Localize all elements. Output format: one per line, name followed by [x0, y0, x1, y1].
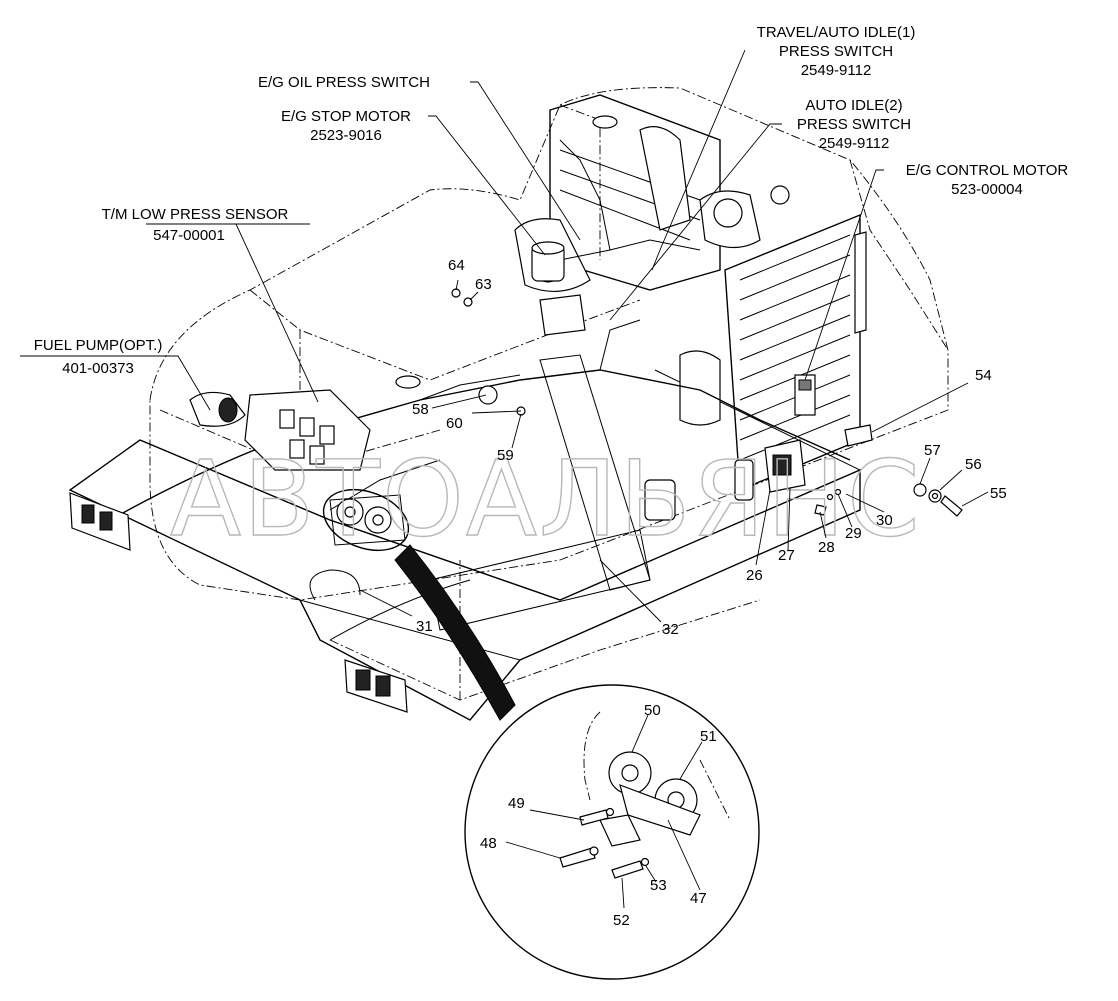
svg-text:2549-9112: 2549-9112 — [819, 135, 890, 152]
label-stop-motor: E/G STOP MOTOR 2523-9016 — [281, 108, 411, 144]
callout-32: 32 — [662, 621, 679, 638]
callout-30: 30 — [876, 512, 893, 529]
label-control-motor: E/G CONTROL MOTOR 523-00004 — [906, 162, 1069, 198]
svg-text:2523-9016: 2523-9016 — [310, 127, 382, 144]
callout-26: 26 — [746, 567, 763, 584]
tank-unit — [644, 459, 754, 521]
callout-60: 60 — [446, 415, 463, 432]
callout-48: 48 — [480, 835, 497, 852]
svg-text:523-00004: 523-00004 — [951, 181, 1023, 198]
engine-assembly — [514, 94, 867, 492]
callout-31: 31 — [416, 618, 433, 635]
callout-56: 56 — [965, 456, 982, 473]
callout-53: 53 — [650, 877, 667, 894]
svg-text:FUEL PUMP(OPT.): FUEL PUMP(OPT.) — [34, 337, 163, 354]
callout-64: 64 — [448, 257, 465, 274]
svg-text:T/M LOW PRESS SENSOR: T/M LOW PRESS SENSOR — [102, 206, 289, 223]
fuel-pump — [189, 391, 246, 427]
sensor-54 — [844, 424, 873, 447]
callout-57: 57 — [924, 442, 941, 459]
svg-text:E/G OIL PRESS SWITCH: E/G OIL PRESS SWITCH — [258, 74, 430, 91]
svg-text:TRAVEL/AUTO IDLE(1): TRAVEL/AUTO IDLE(1) — [757, 24, 916, 41]
detail-pointer — [322, 488, 516, 721]
svg-text:E/G CONTROL MOTOR: E/G CONTROL MOTOR — [906, 162, 1069, 179]
bolt-set-55-57 — [913, 483, 963, 517]
callout-52: 52 — [613, 912, 630, 929]
callout-59: 59 — [497, 447, 514, 464]
callout-54: 54 — [975, 367, 992, 384]
relay-unit — [764, 439, 806, 493]
label-tm-sensor: T/M LOW PRESS SENSOR 547-00001 — [102, 206, 289, 244]
callout-47: 47 — [690, 890, 707, 907]
svg-text:PRESS SWITCH: PRESS SWITCH — [779, 43, 893, 60]
callout-numbers: 26 27 28 29 30 31 32 47 48 49 50 51 52 5… — [412, 257, 1007, 929]
callout-51: 51 — [700, 728, 717, 745]
control-valve-block — [244, 389, 371, 471]
callout-49: 49 — [508, 795, 525, 812]
svg-text:547-00001: 547-00001 — [153, 227, 225, 244]
callout-58: 58 — [412, 401, 429, 418]
callout-63: 63 — [475, 276, 492, 293]
callout-27: 27 — [778, 547, 795, 564]
callout-28: 28 — [818, 539, 835, 556]
control-motor — [794, 374, 816, 416]
svg-text:E/G STOP MOTOR: E/G STOP MOTOR — [281, 108, 411, 125]
frame — [68, 354, 861, 721]
callout-50: 50 — [644, 702, 661, 719]
callout-55: 55 — [990, 485, 1007, 502]
callout-29: 29 — [845, 525, 862, 542]
small-fasteners — [395, 288, 842, 516]
work-lamp-front — [69, 492, 131, 551]
svg-text:PRESS SWITCH: PRESS SWITCH — [797, 116, 911, 133]
label-travel-switch: TRAVEL/AUTO IDLE(1) PRESS SWITCH 2549-91… — [757, 24, 916, 79]
work-lamp-rear — [344, 659, 408, 713]
watermark-text: АВТОАЛЬЯНС — [170, 438, 922, 560]
svg-text:2549-9112: 2549-9112 — [801, 62, 872, 79]
label-auto-idle2: AUTO IDLE(2) PRESS SWITCH 2549-9112 — [797, 97, 911, 152]
detail-view — [464, 684, 760, 980]
label-fuel-pump: FUEL PUMP(OPT.) 401-00373 — [34, 337, 163, 377]
horn-pair — [329, 494, 406, 546]
leader-lines — [20, 49, 989, 909]
svg-text:401-00373: 401-00373 — [62, 360, 134, 377]
label-oil-switch: E/G OIL PRESS SWITCH — [258, 74, 430, 91]
svg-text:AUTO IDLE(2): AUTO IDLE(2) — [805, 97, 902, 114]
stop-motor — [531, 241, 565, 282]
